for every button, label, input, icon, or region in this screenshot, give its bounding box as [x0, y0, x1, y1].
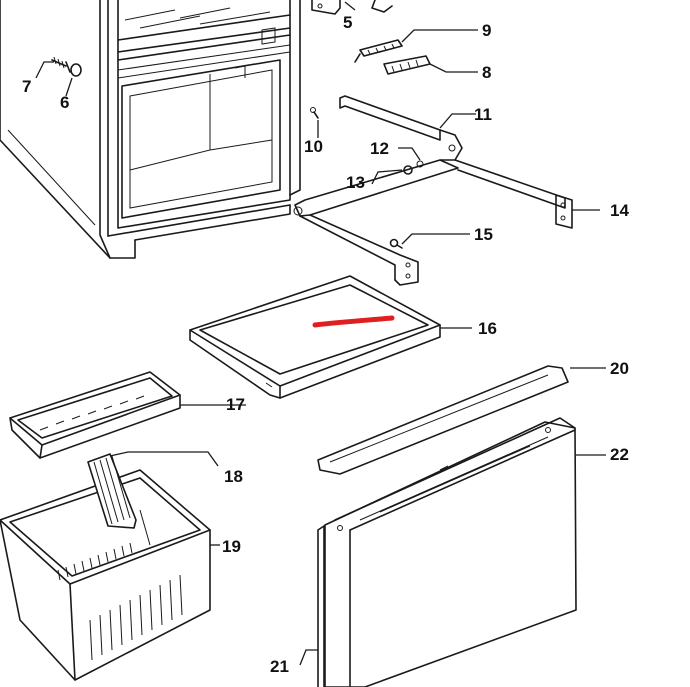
- callout-labels: 5 9 8 7 6 11 10 12 13 14 15 16 20 17 22 …: [22, 13, 629, 676]
- callout-14: 14: [610, 201, 629, 220]
- callout-12: 12: [370, 139, 389, 158]
- handle-part-20: [317, 365, 569, 475]
- tray-part-17: [9, 371, 181, 459]
- divider-part-18: [87, 453, 137, 529]
- callout-15: 15: [474, 225, 493, 244]
- fridge-cabinet: [0, 0, 301, 259]
- callout-19: 19: [222, 537, 241, 556]
- callout-10: 10: [304, 137, 323, 156]
- callout-11: 11: [474, 105, 492, 124]
- washer-part-6: [70, 63, 82, 77]
- callout-16: 16: [478, 319, 497, 338]
- hinge-part-5: [311, 0, 393, 15]
- callout-8: 8: [482, 63, 491, 82]
- plug-part-8: [383, 55, 431, 75]
- callout-13: 13: [346, 173, 365, 192]
- callout-9: 9: [482, 21, 491, 40]
- callout-22: 22: [610, 445, 629, 464]
- drawer-rail-frame: [293, 95, 573, 286]
- callout-18: 18: [224, 467, 243, 486]
- glass-shelf-part-16: [189, 275, 441, 399]
- callout-5: 5: [343, 13, 352, 32]
- leader-lines: [35, 1, 606, 666]
- plug-part-9: [354, 39, 403, 63]
- door-panel-part-22: [324, 417, 577, 687]
- callout-20: 20: [610, 359, 629, 378]
- screw-part-7: [51, 56, 71, 73]
- callout-17: 17: [226, 395, 245, 414]
- side-strip-part-21: [317, 525, 325, 687]
- callout-6: 6: [60, 93, 69, 112]
- drawer-part-19: [0, 469, 211, 681]
- callout-21: 21: [270, 657, 289, 676]
- highlight-mark: [312, 315, 395, 328]
- callout-7: 7: [22, 77, 31, 96]
